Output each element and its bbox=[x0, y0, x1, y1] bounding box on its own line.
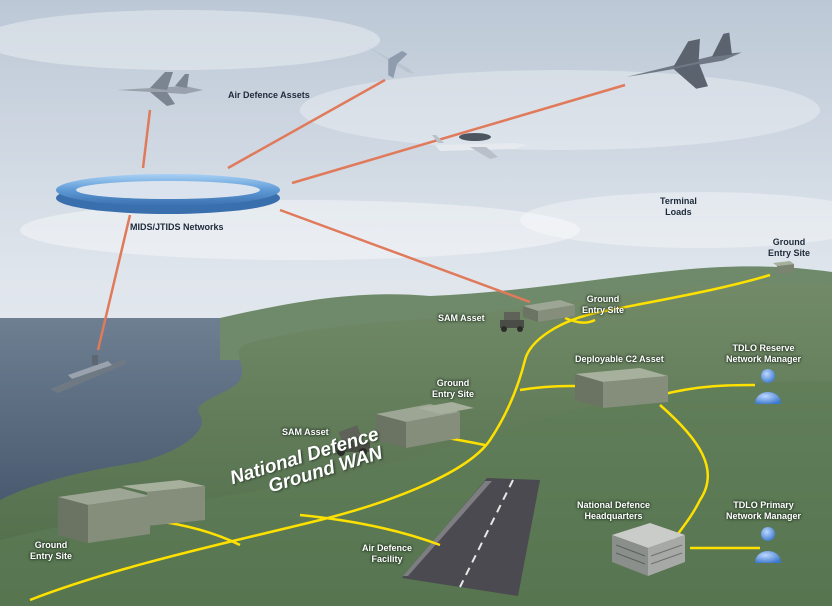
label-ground-entry-site-mid: Ground Entry Site bbox=[432, 378, 474, 400]
mids-jtids-ring-icon bbox=[56, 174, 280, 214]
label-sam-asset-lower: SAM Asset bbox=[282, 427, 329, 437]
label-ground-entry-site-upper-line1: Ground bbox=[586, 294, 620, 304]
label-national-defence-hq-line2: Headquarters bbox=[584, 511, 643, 521]
label-mids-jtids-networks: MIDS/JTIDS Networks bbox=[130, 222, 224, 232]
label-tdlo-primary-network-manager: TDLO Primary Network Manager bbox=[726, 500, 801, 522]
label-terminal-loads-line2: Loads bbox=[665, 207, 692, 217]
f16-icon bbox=[626, 32, 742, 89]
label-tdlo-reserve-line2: Network Manager bbox=[726, 354, 802, 364]
eurofighter-icon bbox=[117, 72, 203, 106]
label-ground-entry-site-mid-line1: Ground bbox=[436, 378, 470, 388]
label-ground-entry-site-left: Ground Entry Site bbox=[30, 540, 72, 562]
shelter-icon bbox=[418, 402, 474, 414]
label-ground-entry-site-mid-line2: Entry Site bbox=[432, 389, 475, 399]
label-tdlo-primary-line1: TDLO Primary bbox=[733, 500, 794, 510]
shelter-icon bbox=[773, 261, 794, 274]
radio-links bbox=[96, 78, 626, 351]
shelter-icon bbox=[122, 480, 205, 526]
label-ground-entry-site-upper: Ground Entry Site bbox=[582, 294, 624, 316]
label-tdlo-reserve-line1: TDLO Reserve bbox=[732, 343, 795, 353]
shelter-icon bbox=[58, 488, 150, 543]
label-national-defence-headquarters: National Defence Headquarters bbox=[577, 500, 650, 522]
runway-icon bbox=[402, 478, 540, 596]
label-ground-entry-site-upper-line2: Entry Site bbox=[582, 305, 625, 315]
label-national-defence-hq-line1: National Defence bbox=[577, 500, 651, 510]
shelter-icon bbox=[575, 368, 668, 408]
awacs-icon bbox=[432, 133, 528, 159]
sam-launcher-icon bbox=[334, 425, 370, 456]
sam-launcher-icon bbox=[500, 312, 524, 332]
label-terminal-loads-line1: Terminal bbox=[660, 196, 697, 206]
label-air-defence-facility: Air Defence Facility bbox=[362, 543, 412, 565]
label-ground-entry-site-left-line2: Entry Site bbox=[30, 551, 73, 561]
label-air-defence-facility-line2: Facility bbox=[371, 554, 403, 564]
user-icon bbox=[755, 369, 781, 404]
label-terminal-loads: Terminal Loads bbox=[660, 196, 697, 218]
label-air-defence-facility-line1: Air Defence bbox=[362, 543, 413, 553]
headquarters-building-icon bbox=[612, 523, 685, 576]
label-ground-entry-site-top-line1: Ground bbox=[772, 237, 806, 247]
label-ground-entry-site-top-line2: Entry Site bbox=[768, 248, 811, 258]
label-deployable-c2-asset: Deployable C2 Asset bbox=[575, 354, 664, 364]
aircraft-carrier-icon bbox=[50, 355, 128, 393]
fighter-jet-icon bbox=[367, 47, 415, 79]
user-icon bbox=[755, 527, 781, 563]
label-sam-asset-upper: SAM Asset bbox=[438, 313, 485, 323]
label-tdlo-reserve-network-manager: TDLO Reserve Network Manager bbox=[726, 343, 801, 365]
shelter-icon bbox=[523, 300, 575, 322]
label-tdlo-primary-line2: Network Manager bbox=[726, 511, 802, 521]
label-ground-entry-site-left-line1: Ground bbox=[34, 540, 68, 550]
label-air-defence-assets: Air Defence Assets bbox=[228, 90, 310, 100]
label-ground-entry-site-top: Ground Entry Site bbox=[768, 237, 810, 259]
